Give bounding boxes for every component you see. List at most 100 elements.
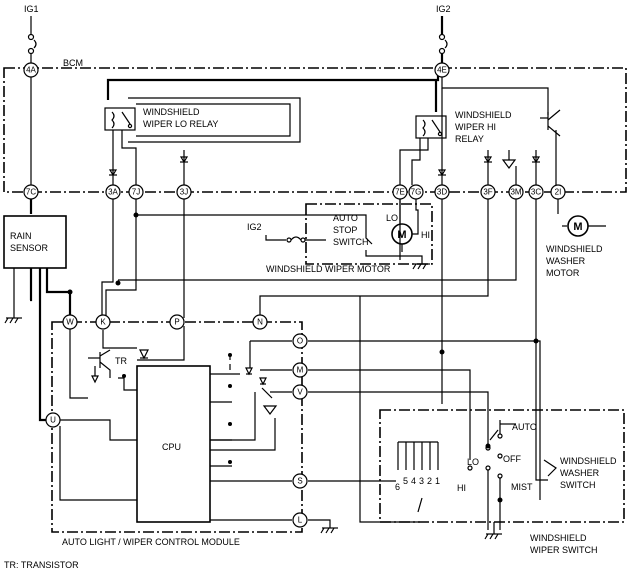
rain-sensor-label-1: RAIN bbox=[10, 231, 32, 241]
lo-relay bbox=[104, 107, 136, 131]
bcm-internal-wiring bbox=[30, 75, 561, 185]
bcm-terminal-4A: 4A bbox=[23, 62, 39, 78]
svg-text:3C: 3C bbox=[531, 188, 541, 197]
interconnect-wiring bbox=[29, 199, 548, 534]
intermittent-resistor-ladder bbox=[397, 441, 439, 513]
bcm-terminal-3F: 3F bbox=[480, 184, 496, 200]
svg-text:3F: 3F bbox=[483, 188, 492, 197]
svg-text:6: 6 bbox=[395, 482, 400, 492]
module-internal-wiring bbox=[59, 326, 292, 521]
wiper-switch-contacts bbox=[467, 420, 557, 530]
svg-text:3: 3 bbox=[419, 476, 424, 486]
module-terminal-P: P bbox=[169, 314, 185, 330]
svg-text:4: 4 bbox=[411, 476, 416, 486]
hi-relay bbox=[415, 115, 447, 139]
module-terminal-M: M bbox=[292, 362, 308, 378]
bcm-terminal-3D: 3D bbox=[434, 184, 450, 200]
module-terminal-W: W bbox=[62, 314, 78, 330]
lo-relay-label-2: WIPER LO RELAY bbox=[143, 119, 218, 129]
auto-stop-label-3: SWITCH bbox=[333, 237, 369, 247]
switch-lo-label: LO bbox=[467, 457, 479, 467]
splice-dots bbox=[67, 212, 539, 503]
module-pullup-dots bbox=[122, 353, 232, 464]
svg-text:L: L bbox=[298, 516, 303, 525]
hi-relay-label-3: RELAY bbox=[455, 134, 484, 144]
hi-relay-label-2: WIPER HI bbox=[455, 122, 496, 132]
svg-text:2I: 2I bbox=[555, 188, 562, 197]
washer-motor-caption-3: MOTOR bbox=[546, 268, 580, 278]
svg-text:3M: 3M bbox=[510, 188, 521, 197]
switch-off-label: OFF bbox=[503, 454, 521, 464]
svg-text:3D: 3D bbox=[437, 188, 447, 197]
bcm-terminal-3A: 3A bbox=[105, 184, 121, 200]
bcm-terminal-7C: 7C bbox=[23, 184, 39, 200]
module-terminal-U: U bbox=[45, 412, 61, 428]
ig2-fuse bbox=[438, 16, 448, 63]
washer-switch-label-1: WINDSHIELD bbox=[560, 456, 617, 466]
lo-relay-label-1: WINDSHIELD bbox=[143, 107, 200, 117]
footnote: TR: TRANSISTOR bbox=[4, 560, 79, 570]
wiper-motor-caption: WINDSHIELD WIPER MOTOR bbox=[266, 264, 391, 274]
svg-text:4E: 4E bbox=[437, 66, 447, 75]
cpu-block bbox=[136, 365, 211, 523]
bcm-terminal-4E: 4E bbox=[434, 62, 450, 78]
bcm-box bbox=[3, 67, 627, 193]
svg-text:7C: 7C bbox=[26, 188, 36, 197]
svg-text:S: S bbox=[297, 477, 302, 486]
switch-auto-label: AUTO bbox=[512, 422, 537, 432]
svg-text:7E: 7E bbox=[395, 188, 405, 197]
cpu-label: CPU bbox=[162, 442, 181, 452]
svg-text:4A: 4A bbox=[26, 66, 36, 75]
svg-text:W: W bbox=[66, 318, 74, 327]
washer-switch-label-3: SWITCH bbox=[560, 480, 596, 490]
hi-relay-label-1: WINDSHIELD bbox=[455, 110, 512, 120]
svg-text:7G: 7G bbox=[411, 188, 422, 197]
svg-text:1: 1 bbox=[435, 476, 440, 486]
switch-number-labels: 6 5 4 3 2 1 bbox=[395, 476, 440, 492]
wiper-switch-ground bbox=[484, 522, 502, 540]
svg-text:3A: 3A bbox=[108, 188, 118, 197]
bcm-terminal-2I: 2I bbox=[550, 184, 566, 200]
svg-text:M: M bbox=[397, 229, 406, 241]
wiper-motor-symbol: M bbox=[391, 223, 413, 245]
wiper-motor-box bbox=[305, 203, 433, 265]
bcm-terminal-3J: 3J bbox=[176, 184, 192, 200]
ig2-label: IG2 bbox=[436, 4, 451, 14]
svg-text:2: 2 bbox=[427, 476, 432, 486]
ig1-label: IG1 bbox=[24, 4, 39, 14]
bcm-terminal-3C: 3C bbox=[528, 184, 544, 200]
auto-stop-label-2: STOP bbox=[333, 225, 357, 235]
ig2-motor-label: IG2 bbox=[247, 222, 262, 232]
rain-sensor-box bbox=[3, 215, 67, 269]
svg-text:M: M bbox=[297, 366, 304, 375]
bcm-terminal-7G: 7G bbox=[408, 184, 424, 200]
bcm-terminal-7J: 7J bbox=[128, 184, 144, 200]
svg-text:O: O bbox=[297, 337, 303, 346]
bcm-diodes bbox=[108, 150, 541, 177]
svg-text:N: N bbox=[257, 318, 263, 327]
rain-sensor-ground bbox=[4, 268, 22, 324]
svg-text:K: K bbox=[100, 318, 106, 327]
module-terminal-V: V bbox=[292, 384, 308, 400]
module-terminal-N: N bbox=[252, 314, 268, 330]
svg-text:7J: 7J bbox=[132, 188, 140, 197]
washer-switch-label-2: WASHER bbox=[560, 468, 600, 478]
wiper-switch-box bbox=[379, 409, 625, 523]
module-terminal-K: K bbox=[95, 314, 111, 330]
washer-motor-caption-2: WASHER bbox=[546, 256, 586, 266]
transistor-label: TR bbox=[115, 356, 127, 366]
module-terminal-O: O bbox=[292, 333, 308, 349]
svg-text:V: V bbox=[297, 388, 303, 397]
auto-stop-label-1: AUTO bbox=[333, 213, 358, 223]
rain-sensor-label-2: SENSOR bbox=[10, 243, 49, 253]
switch-mist-label: MIST bbox=[511, 482, 533, 492]
motor-lo-label: LO bbox=[386, 213, 398, 223]
motor-hi-label: HI bbox=[421, 230, 430, 240]
washer-motor-caption-1: WINDSHIELD bbox=[546, 244, 603, 254]
wiper-motor-wiring bbox=[135, 199, 430, 270]
svg-text:M: M bbox=[573, 221, 582, 233]
bcm-terminal-3M: 3M bbox=[508, 184, 524, 200]
wiper-switch-caption-1: WINDSHIELD bbox=[530, 533, 587, 543]
svg-text:P: P bbox=[174, 318, 179, 327]
